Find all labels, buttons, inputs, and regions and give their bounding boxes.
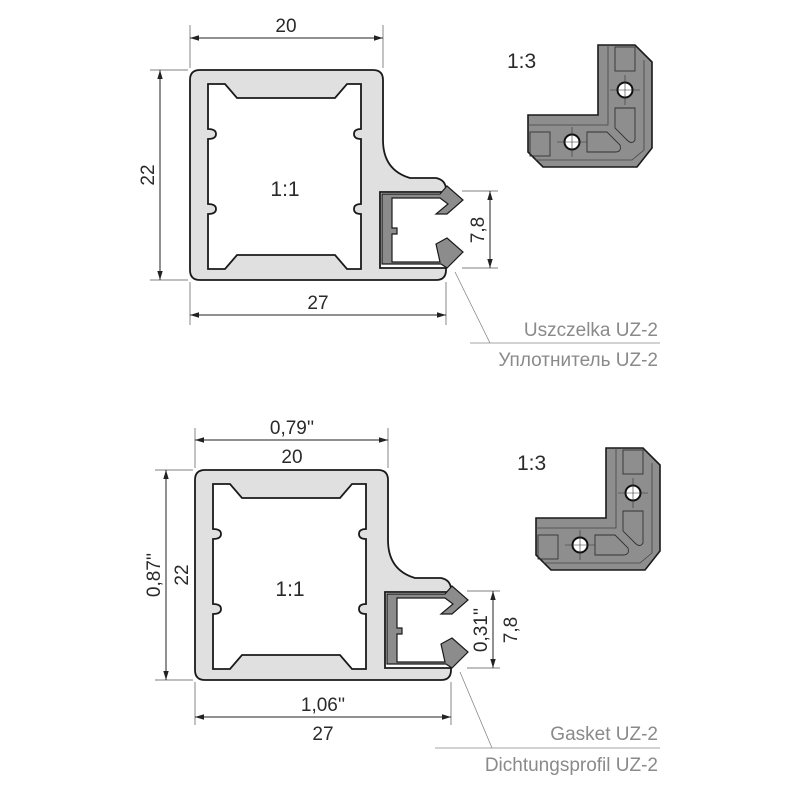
dim-width-label: 20 [275, 16, 296, 37]
dim-total-width-inch-label: 1,06'' [301, 695, 345, 716]
dim-height-inch-label: 0,87'' [144, 553, 165, 597]
dim-width-inch-label: 0,79'' [270, 418, 314, 439]
dim-total-width-label: 27 [312, 724, 333, 745]
gasket-label-de: Dichtungsprofil UZ-2 [485, 755, 658, 776]
profile-section-top [189, 69, 464, 281]
dimension-width: 0,79'' 20 [194, 418, 389, 468]
profile-section-bottom [194, 469, 469, 681]
corner-connector-top [527, 44, 653, 168]
dimension-total-width: 1,06'' 27 [194, 682, 452, 745]
dim-gasket-label: 7,8 [468, 217, 489, 243]
dimension-height: 22 [138, 69, 188, 281]
profile-scale: 1:1 [270, 178, 299, 201]
dim-height-label: 22 [172, 564, 193, 585]
corner-scale: 1:3 [517, 452, 546, 475]
dim-width-label: 20 [281, 447, 302, 468]
leader-line [454, 271, 660, 344]
bottom-drawing: 1:1 0,79'' 20 0,87'' 22 1,06'' 27 0,31''… [144, 418, 661, 776]
dimension-height: 0,87'' 22 [144, 469, 193, 681]
leader-line [435, 671, 660, 749]
dimension-gasket: 7,8 [462, 190, 498, 269]
dim-height-label: 22 [138, 164, 159, 185]
corner-connector-bottom [535, 447, 661, 571]
corner-scale: 1:3 [507, 50, 536, 73]
dimension-gasket: 0,31'' 7,8 [467, 590, 522, 669]
profile-scale: 1:1 [275, 578, 304, 601]
dim-gasket-inch-label: 0,31'' [471, 608, 492, 652]
dimension-width: 20 [189, 16, 384, 68]
dimension-total-width: 27 [189, 282, 447, 325]
gasket-label-ru: Уплотнитель UZ-2 [498, 350, 658, 371]
dim-gasket-label: 7,8 [501, 617, 522, 643]
dim-total-width-label: 27 [307, 293, 328, 314]
gasket-label-en: Gasket UZ-2 [550, 724, 658, 745]
top-drawing: 1:1 20 22 27 7,8 Uszczelka UZ-2 Уплотнит… [138, 16, 660, 371]
gasket-label-pl: Uszczelka UZ-2 [524, 320, 658, 341]
